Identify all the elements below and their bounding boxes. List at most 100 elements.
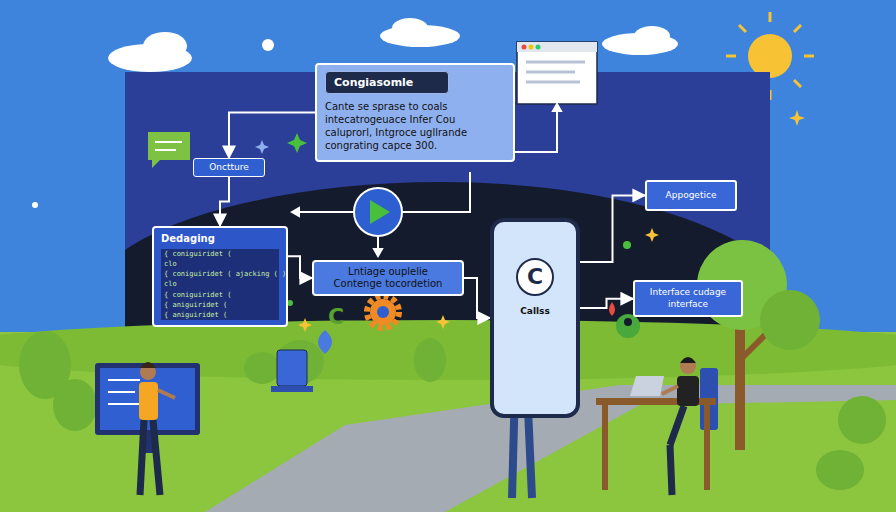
box-text: clo [161,259,279,269]
sparkle [789,110,805,126]
head [680,358,696,374]
hair [140,362,156,368]
arm [662,386,678,394]
box-text: { aniguiridet ( [161,300,279,310]
flow-line [515,110,557,152]
browser-frame [517,42,597,104]
process-box: CongiasomleCante se sprase to coals inte… [315,63,515,162]
box-title: C [516,258,554,296]
arrow-head [374,249,382,256]
desk-scene [596,357,718,495]
sun-disc [748,34,792,78]
header-box: Congiasomle [325,71,449,94]
browser-line [526,61,585,64]
cloud [143,32,187,60]
bubble-line [155,149,176,151]
box-title: Cante se sprase to coals intecatrogeuace… [325,100,505,152]
sun-ray [794,80,801,87]
team-icon-head [624,318,632,326]
browser-window [517,42,597,104]
leg [670,445,672,495]
gear-hub [377,306,389,318]
sun-ray [794,25,801,32]
flow-arrow [229,113,315,158]
side-icons [271,302,640,392]
cloud [262,39,274,51]
process-box: Dedaging{ coniguiridet (clo{ coniguiride… [152,226,288,327]
flow-arrow [580,195,645,262]
sparkle [255,140,269,154]
desk-leg [602,405,608,490]
tree [697,240,886,450]
bush [244,352,280,384]
box-title: Congiasomle [334,76,440,89]
person-left [139,362,175,495]
box-text: { coniguiridet ( [161,290,279,300]
monitor [95,363,200,453]
play-triangle [370,200,390,224]
screen-line [108,403,142,405]
desk-leg [704,405,710,490]
box-text: { coniguiridet ( [161,249,279,259]
sparkle [298,318,312,332]
flow-arrow [464,278,490,318]
tree-canopy [760,290,820,350]
box-title: Onctture [200,162,258,173]
bush [414,338,446,382]
arrow-head [292,208,299,216]
screen-line [108,379,140,381]
process-box: Interface cudage interface [633,280,743,317]
speech-bubble [148,132,190,168]
sparkle [32,202,38,208]
box-text: { coniguiridet ( ajacking ( ) [161,269,279,279]
process-box: Appogetice [645,180,737,211]
folder-base [271,386,313,392]
leg [140,420,144,495]
tree-canopy [838,396,886,444]
monitor-frame [95,363,200,435]
gear-teeth [367,296,399,328]
browser-dot [536,45,541,50]
process-box: Lntiage ouplelieContenge tocordetion [312,260,464,296]
team-icon [616,314,640,338]
cloud [634,26,670,46]
leg [670,406,684,445]
leaf-icon [318,330,332,354]
sparkle [645,228,659,242]
flow-arrow [288,256,312,278]
gear-icon [367,296,399,328]
browser-dot [522,45,527,50]
sun-ray [769,12,772,22]
backdrop-panel [125,72,770,337]
dot [623,241,631,249]
browser-bar [517,42,597,52]
flow-arrow [580,299,633,308]
browser-dot [529,45,534,50]
flow-line [402,172,470,212]
flow-line [295,211,354,213]
laptop [630,376,664,396]
sparkle [436,315,450,329]
sparkle [287,133,307,153]
shirt [677,376,699,406]
browser-line [526,71,575,74]
sun-ray [726,55,736,58]
box-text: Contenge tocordetion [322,278,454,290]
leg [153,420,160,495]
sun-ray [739,25,746,32]
hair [680,357,696,363]
screen-line [108,391,135,393]
bubble-line [155,141,182,143]
monitor-lines [108,380,142,404]
box-text: { aniguiridet ( [161,310,279,320]
process-box: Onctture [193,158,265,177]
gear-body [370,299,396,325]
box-text: clo [161,279,279,289]
bubble-shape [148,132,190,168]
arrow-head [553,104,561,111]
drop-icon [609,302,615,316]
play-circle [354,188,402,236]
browser-line [526,81,580,84]
cloud [392,18,428,38]
